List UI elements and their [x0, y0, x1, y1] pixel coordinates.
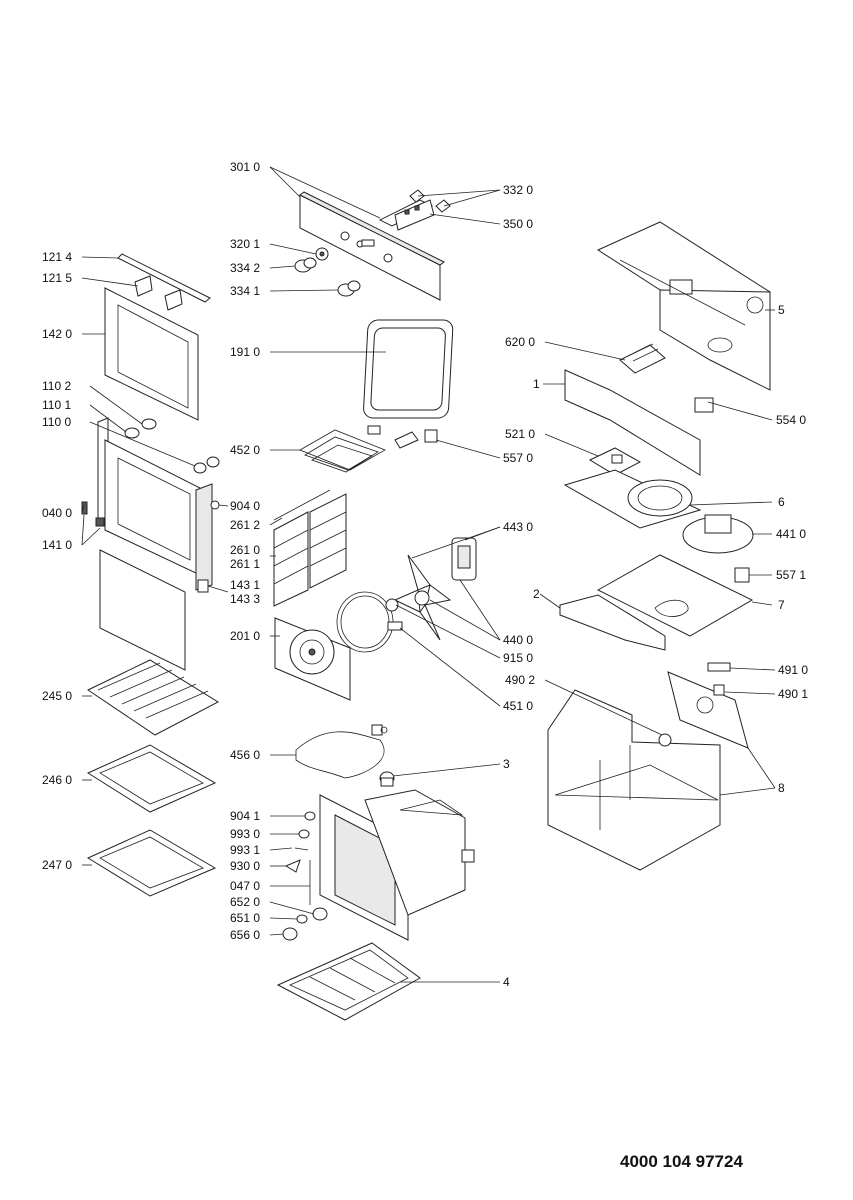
label-7: 7 [778, 598, 785, 612]
label-451-0: 451 0 [503, 699, 533, 713]
label-930-0: 930 0 [230, 859, 260, 873]
thermostat-557-1 [734, 567, 750, 583]
label-8: 8 [778, 781, 785, 795]
label-915-0: 915 0 [503, 651, 533, 665]
label-490-2: 490 2 [505, 673, 535, 687]
label-301-0: 301 0 [230, 160, 260, 174]
door-trim-110 [124, 418, 220, 474]
label-4: 4 [503, 975, 510, 989]
door-outer-glass [104, 287, 199, 421]
label-456-0: 456 0 [230, 748, 260, 762]
door-gasket [363, 319, 454, 419]
label-247-0: 247 0 [42, 858, 72, 872]
part-labels: 301 0 332 0 350 0 121 4 121 5 320 1 334 … [42, 160, 808, 989]
label-1: 1 [533, 377, 540, 391]
label-521-0: 521 0 [505, 427, 535, 441]
label-656-0: 656 0 [230, 928, 260, 942]
wire-rack [86, 659, 220, 736]
label-440-0: 440 0 [503, 633, 533, 647]
oven-cavity [309, 789, 475, 941]
label-334-2: 334 2 [230, 261, 260, 275]
label-904-0: 904 0 [230, 499, 260, 513]
heat-sink-620 [619, 343, 666, 374]
label-5: 5 [778, 303, 785, 317]
terminal-491 [707, 662, 731, 672]
label-143-3: 143 3 [230, 592, 260, 606]
label-191-0: 191 0 [230, 345, 260, 359]
label-620-0: 620 0 [505, 335, 535, 349]
label-652-0: 652 0 [230, 895, 260, 909]
control-board [378, 199, 435, 231]
label-110-2: 110 2 [42, 379, 71, 393]
deflector-2 [559, 594, 666, 651]
knob-334-1 [337, 280, 361, 297]
label-441-0: 441 0 [776, 527, 806, 541]
grill-element [299, 425, 438, 473]
frame-bracket-1 [564, 369, 714, 476]
clips-332 [409, 189, 451, 213]
door-inner-frame [81, 417, 213, 591]
baking-tray [86, 744, 217, 813]
side-panel-8 [667, 671, 749, 749]
drip-tray [86, 829, 217, 897]
label-246-0: 246 0 [42, 773, 72, 787]
insulation-7 [596, 554, 754, 637]
label-350-0: 350 0 [503, 217, 533, 231]
fan-motor [451, 537, 477, 581]
lower-heating-element [295, 724, 388, 779]
label-261-0: 261 0 [230, 543, 260, 557]
label-121-5: 121 5 [42, 271, 72, 285]
lamp-3 [379, 771, 395, 787]
knob-334-2 [294, 257, 317, 273]
label-047-0: 047 0 [230, 879, 260, 893]
label-491-0: 491 0 [778, 663, 808, 677]
door-screw-904-0 [210, 500, 220, 510]
door-hinge-143 [197, 579, 209, 593]
fan-housing-6 [563, 469, 702, 529]
label-6: 6 [778, 495, 785, 509]
label-904-1: 904 1 [230, 809, 260, 823]
label-334-1: 334 1 [230, 284, 260, 298]
label-143-1: 143 1 [230, 578, 260, 592]
label-141-0: 141 0 [42, 538, 72, 552]
door-top-profile [117, 253, 211, 311]
label-554-0: 554 0 [776, 413, 806, 427]
label-110-1: 110 1 [42, 398, 71, 412]
label-261-2: 261 2 [230, 518, 260, 532]
label-651-0: 651 0 [230, 911, 260, 925]
label-490-1: 490 1 [778, 687, 808, 701]
label-993-0: 993 0 [230, 827, 260, 841]
tangential-fan-441 [682, 514, 754, 554]
circular-heating-element [336, 591, 403, 653]
label-201-0: 201 0 [230, 629, 260, 643]
small-parts-904-993 [282, 811, 328, 941]
label-332-0: 332 0 [503, 183, 533, 197]
label-557-1: 557 1 [776, 568, 806, 582]
label-2: 2 [533, 587, 540, 601]
label-110-0: 110 0 [42, 415, 71, 429]
knob-320-1 [315, 247, 329, 261]
document-number: 4000 104 97724 [620, 1152, 743, 1171]
label-993-1: 993 1 [230, 843, 260, 857]
label-452-0: 452 0 [230, 443, 260, 457]
switch-521 [588, 447, 642, 476]
shelf-runners [273, 489, 347, 607]
label-261-1: 261 1 [230, 557, 260, 571]
leader-lines [81, 166, 776, 983]
top-casing [596, 221, 772, 391]
bottom-plate [276, 942, 421, 1021]
label-142-0: 142 0 [42, 327, 72, 341]
label-443-0: 443 0 [503, 520, 533, 534]
label-040-0: 040 0 [42, 506, 72, 520]
fan-cover [274, 617, 351, 701]
label-320-1: 320 1 [230, 237, 260, 251]
label-3: 3 [503, 757, 510, 771]
label-557-0: 557 0 [503, 451, 533, 465]
door-inner-glass [99, 549, 186, 671]
control-panel [299, 191, 445, 301]
outer-casing-body [547, 689, 721, 871]
label-245-0: 245 0 [42, 689, 72, 703]
label-121-4: 121 4 [42, 250, 72, 264]
